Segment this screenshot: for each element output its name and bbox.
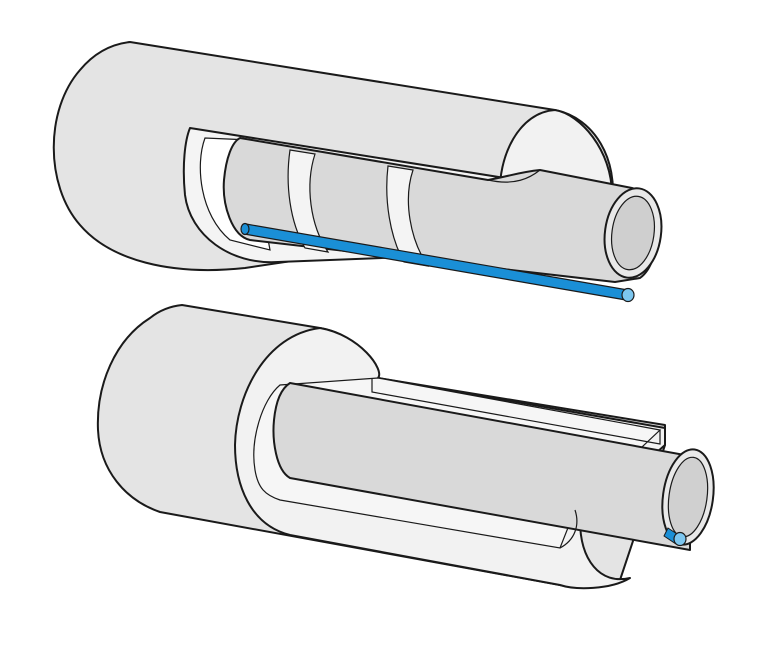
upper-tracer-end (621, 287, 635, 303)
upper-tracer-start (240, 222, 250, 236)
lower-channel-step (371, 378, 661, 445)
lower-pipe-assembly (96, 304, 715, 590)
lower-tracer-end (673, 531, 687, 547)
upper-spacer-band (287, 149, 330, 253)
upper-pipe-reducer (487, 169, 541, 183)
lower-pipe-transition (559, 509, 578, 549)
upper-pipe-bore (610, 195, 656, 271)
upper-pipe-assembly (52, 41, 663, 303)
lower-inner-pipe (272, 382, 691, 551)
